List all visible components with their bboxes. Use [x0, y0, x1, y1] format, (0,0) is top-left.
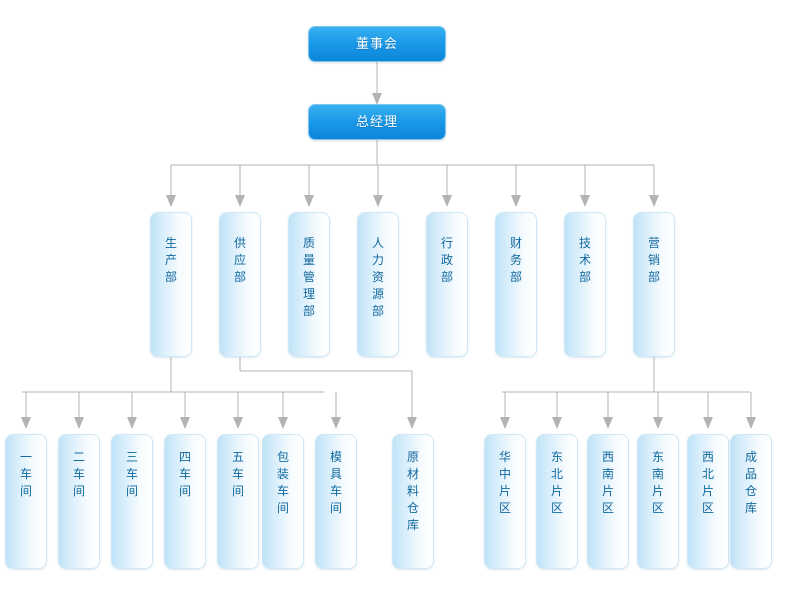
node-dept-technology-label: 技术部: [578, 236, 591, 284]
node-unit-region-xibei-label: 西北片区: [701, 450, 714, 515]
node-unit-raw-material-label: 原材料仓库: [406, 450, 419, 532]
node-unit-region-dongbei[interactable]: 东北片区: [536, 434, 578, 569]
node-unit-region-huazhong[interactable]: 华中片区: [484, 434, 526, 569]
node-dept-admin-label: 行政部: [440, 236, 453, 284]
node-dept-finance-label: 财务部: [509, 236, 522, 284]
node-dept-supply[interactable]: 供应部: [219, 212, 261, 357]
node-unit-workshop-3-label: 三车间: [125, 450, 138, 498]
node-unit-mold[interactable]: 模具车间: [315, 434, 357, 569]
node-dept-hr-label: 人力资源部: [371, 236, 384, 318]
node-board-label: 董事会: [355, 36, 398, 52]
node-gm[interactable]: 总经理: [308, 104, 446, 140]
node-unit-raw-material[interactable]: 原材料仓库: [392, 434, 434, 569]
node-board[interactable]: 董事会: [308, 26, 446, 62]
node-unit-workshop-1-label: 一车间: [19, 450, 32, 498]
node-unit-packaging[interactable]: 包装车间: [262, 434, 304, 569]
node-unit-finished-goods-label: 成品仓库: [744, 450, 757, 515]
node-unit-region-huazhong-label: 华中片区: [498, 450, 511, 515]
node-unit-workshop-4[interactable]: 四车间: [164, 434, 206, 569]
node-unit-workshop-5[interactable]: 五车间: [217, 434, 259, 569]
node-gm-label: 总经理: [355, 114, 398, 130]
node-dept-marketing-label: 营销部: [647, 236, 660, 284]
node-dept-finance[interactable]: 财务部: [495, 212, 537, 357]
node-unit-mold-label: 模具车间: [329, 450, 342, 515]
node-dept-technology[interactable]: 技术部: [564, 212, 606, 357]
node-dept-quality-label: 质量管理部: [302, 236, 315, 318]
node-unit-finished-goods[interactable]: 成品仓库: [730, 434, 772, 569]
node-unit-region-dongbei-label: 东北片区: [550, 450, 563, 515]
node-unit-workshop-3[interactable]: 三车间: [111, 434, 153, 569]
node-dept-supply-label: 供应部: [233, 236, 246, 284]
node-dept-hr[interactable]: 人力资源部: [357, 212, 399, 357]
node-unit-workshop-4-label: 四车间: [178, 450, 191, 498]
node-unit-workshop-2[interactable]: 二车间: [58, 434, 100, 569]
node-unit-region-xibei[interactable]: 西北片区: [687, 434, 729, 569]
node-unit-region-xinan[interactable]: 西南片区: [587, 434, 629, 569]
node-unit-workshop-2-label: 二车间: [72, 450, 85, 498]
node-dept-quality[interactable]: 质量管理部: [288, 212, 330, 357]
node-dept-admin[interactable]: 行政部: [426, 212, 468, 357]
node-dept-marketing[interactable]: 营销部: [633, 212, 675, 357]
node-unit-packaging-label: 包装车间: [276, 450, 289, 515]
node-unit-region-xinan-label: 西南片区: [601, 450, 614, 515]
node-unit-region-dongnan-label: 东南片区: [651, 450, 664, 515]
node-unit-workshop-1[interactable]: 一车间: [5, 434, 47, 569]
node-unit-region-dongnan[interactable]: 东南片区: [637, 434, 679, 569]
node-unit-workshop-5-label: 五车间: [231, 450, 244, 498]
node-dept-production[interactable]: 生产部: [150, 212, 192, 357]
node-dept-production-label: 生产部: [164, 236, 177, 284]
